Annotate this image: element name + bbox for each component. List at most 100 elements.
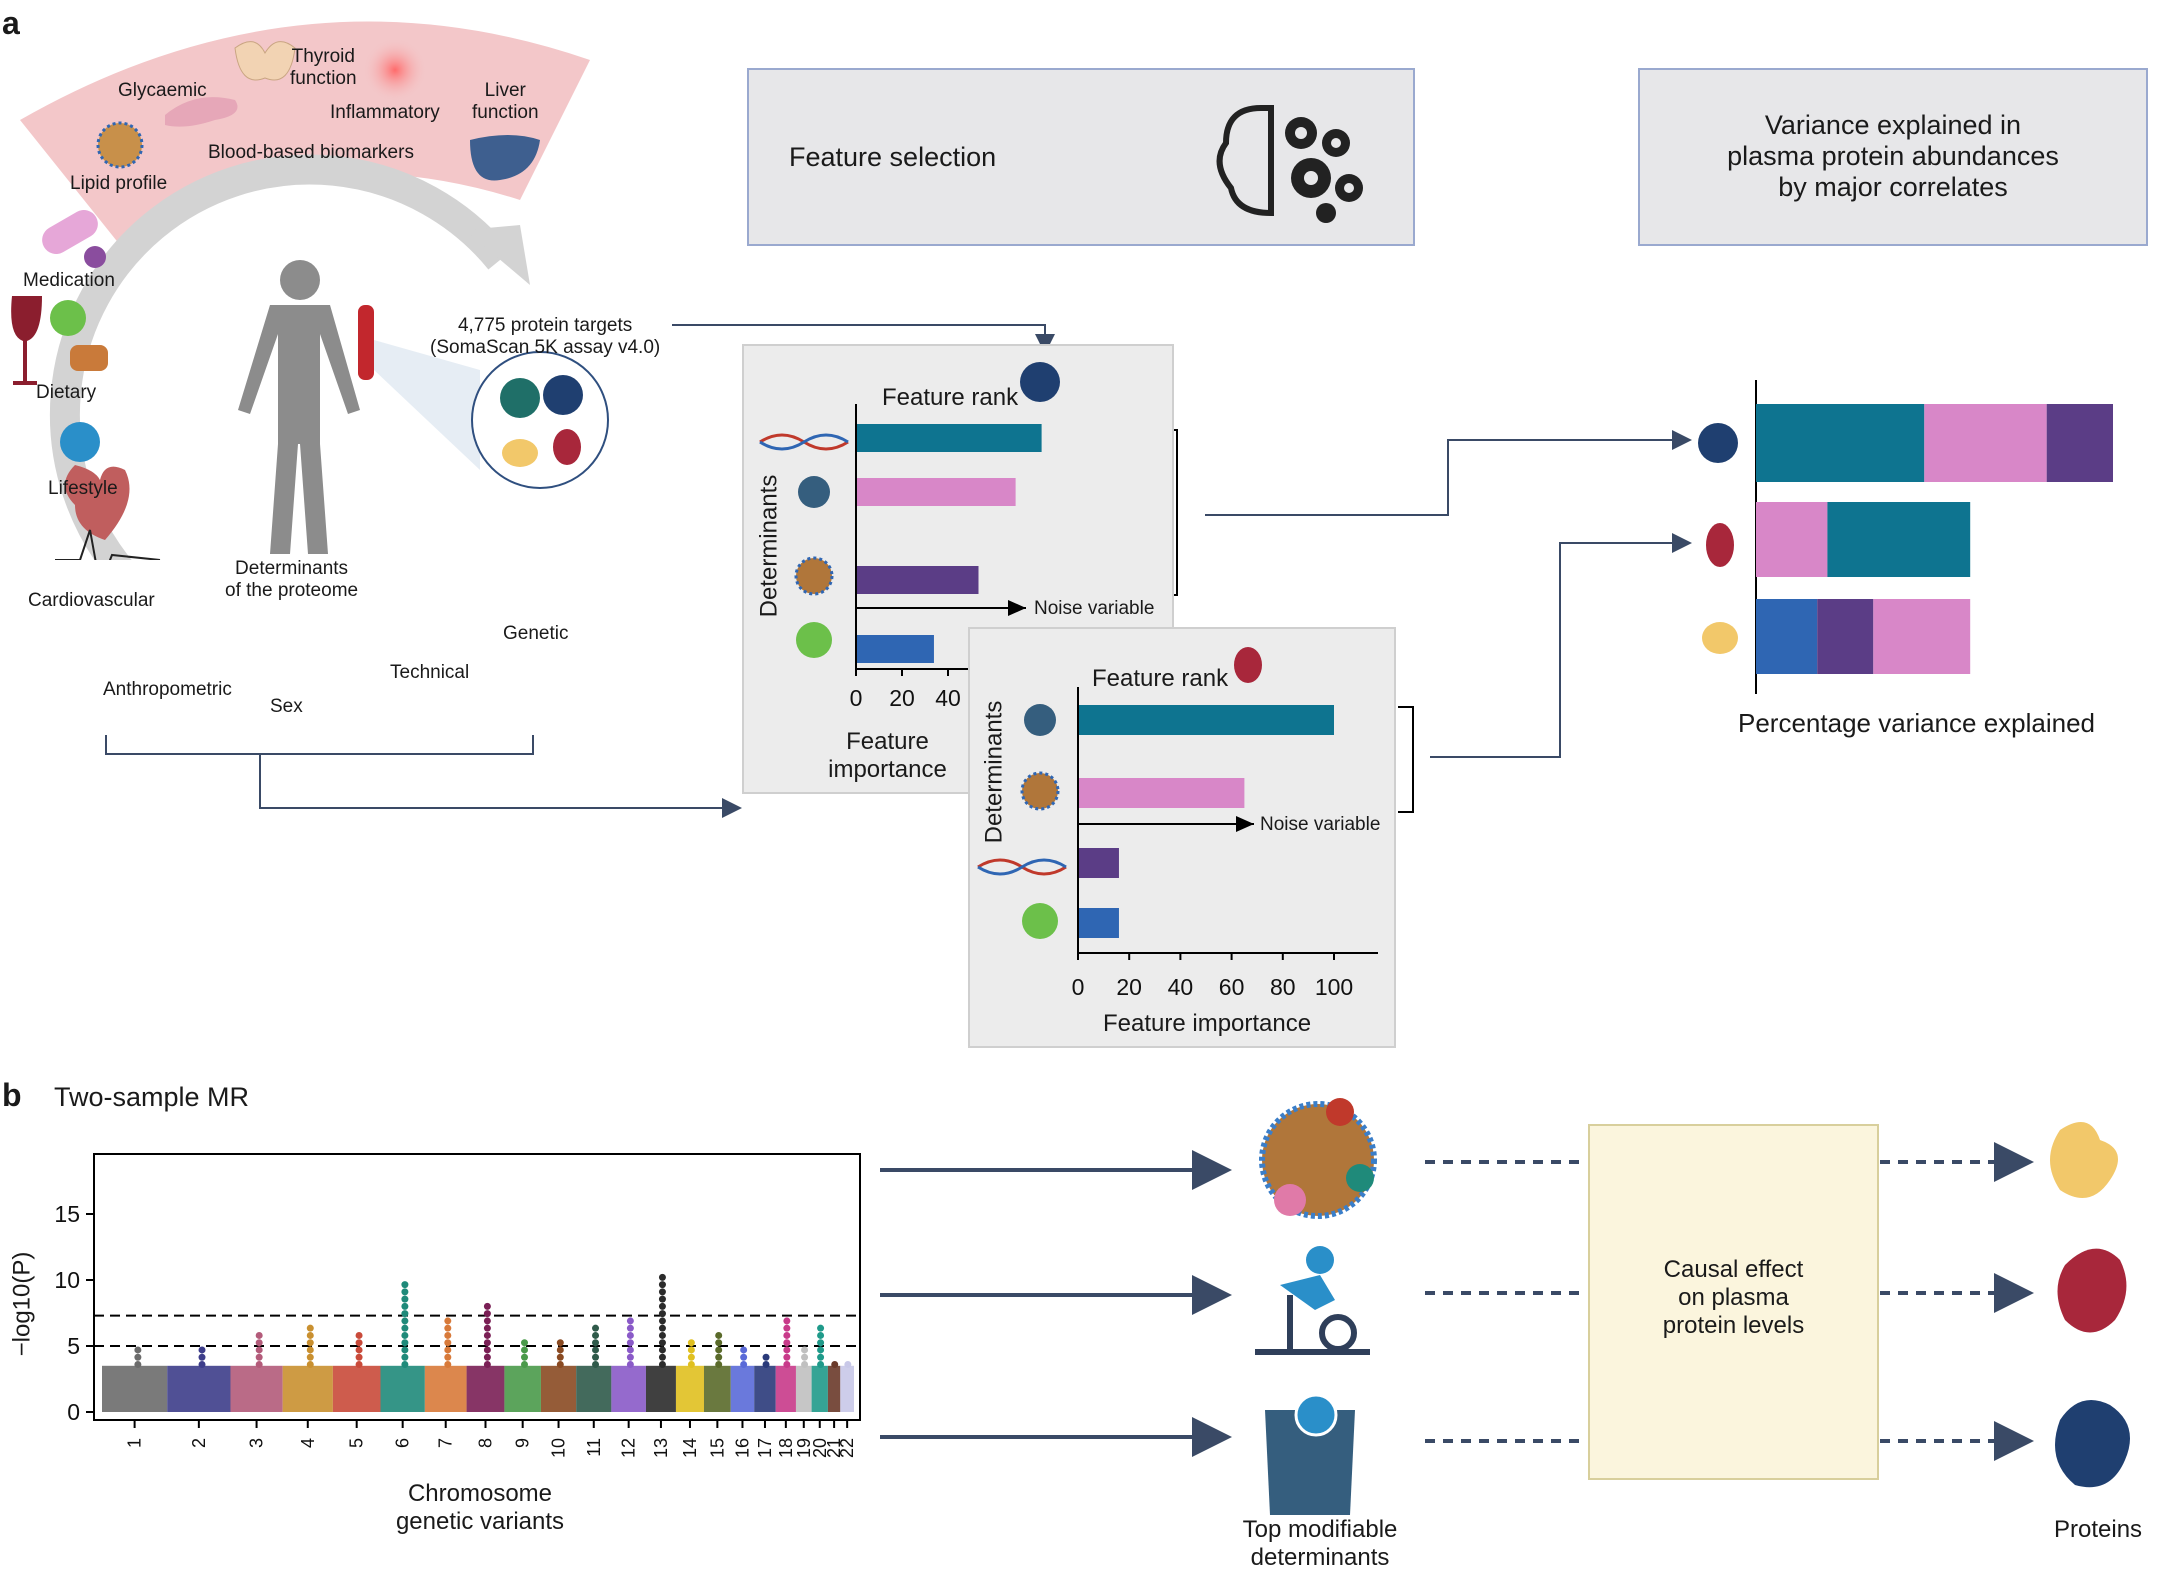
manhattan-point [687, 1339, 695, 1347]
chart2-title: Feature rank [1092, 665, 1229, 692]
chart1-xlabel: Feature importance [828, 728, 947, 783]
manhattan-ytick-label: 15 [54, 1201, 80, 1227]
manhattan-xtick-label: 1 [125, 1438, 145, 1448]
chart2-dna-icon-strand [977, 858, 1067, 876]
manhattan-xtick-label: 2 [189, 1438, 209, 1448]
variance-bar-segment [1756, 502, 1828, 577]
manhattan-point [483, 1302, 491, 1310]
inflammatory-label: Inflammatory [330, 102, 440, 123]
manhattan-point [355, 1353, 363, 1361]
manhattan-chrom-18-base [775, 1365, 796, 1412]
chart2-tick-label: 40 [1168, 974, 1194, 1000]
manhattan-point [740, 1360, 748, 1368]
manhattan-point [134, 1353, 142, 1361]
blood-biomarkers-label: Blood-based biomarkers [208, 142, 414, 163]
manhattan-point [658, 1360, 666, 1368]
manhattan-point [401, 1302, 409, 1310]
manhattan-xtick-label: 3 [247, 1438, 267, 1448]
manhattan-point [592, 1346, 600, 1354]
manhattan-point [355, 1339, 363, 1347]
chart2-tick-label: 60 [1219, 974, 1245, 1000]
manhattan-point [687, 1346, 695, 1354]
manhattan-point [401, 1360, 409, 1368]
manhattan-chrom-19-base [795, 1365, 812, 1412]
thyroid-label: Thyroid function [290, 46, 357, 89]
yellow-protein-icon [2050, 1122, 2118, 1198]
cycle-arrow-head [465, 225, 530, 285]
determinants-cycle-art [11, 21, 609, 560]
manhattan-point [255, 1339, 263, 1347]
manhattan-chrom-15-base [703, 1365, 731, 1412]
manhattan-point [556, 1360, 564, 1368]
manhattan-point [783, 1331, 791, 1339]
determinants-label: Top modifiable determinants [1242, 1516, 1398, 1571]
variance-xlabel: Percentage variance explained [1738, 708, 2096, 738]
manhattan-point [306, 1324, 314, 1332]
manhattan-chrom-16-base [730, 1365, 755, 1412]
chart2-protein-icon [1234, 647, 1262, 683]
manhattan-point [592, 1353, 600, 1361]
ecg-line [55, 529, 161, 560]
manhattan-point [626, 1353, 634, 1361]
manhattan-point [687, 1353, 695, 1361]
manhattan-point [658, 1273, 666, 1281]
manhattan-point [401, 1331, 409, 1339]
manhattan-point [306, 1339, 314, 1347]
genetic-label: Genetic [503, 623, 569, 644]
chart2-scale-icon [1024, 704, 1056, 736]
thyroid-icon [234, 41, 296, 81]
manhattan-chrom-14-base [675, 1365, 704, 1412]
manhattan-point [658, 1324, 666, 1332]
manhattan-point [255, 1360, 263, 1368]
manhattan-point [556, 1339, 564, 1347]
chart1-lipid-icon [794, 556, 834, 596]
manhattan-point [401, 1281, 409, 1289]
tablet-icon [84, 246, 106, 268]
manhattan-xtick-label: 22 [837, 1438, 857, 1458]
red-protein-icon [2057, 1248, 2127, 1333]
manhattan-point [592, 1331, 600, 1339]
manhattan-point [401, 1310, 409, 1318]
variance-bar-segment [1817, 599, 1874, 674]
manhattan-chrom-13-base [645, 1365, 676, 1412]
manhattan-point [801, 1360, 809, 1368]
manhattan-point [658, 1281, 666, 1289]
manhattan-point [134, 1360, 142, 1368]
manhattan-point [626, 1317, 634, 1325]
manhattan-point [306, 1353, 314, 1361]
manhattan-point [592, 1324, 600, 1332]
manhattan-point [401, 1346, 409, 1354]
manhattan-xtick-label: 5 [347, 1438, 367, 1448]
feature-selection-label: Feature selection [789, 142, 997, 172]
chart1-noise-label: Noise variable [1034, 598, 1155, 619]
manhattan-point [658, 1288, 666, 1296]
manhattan-point [483, 1353, 491, 1361]
variance-bar-segment [2046, 404, 2113, 482]
manhattan-xlabel: Chromosome genetic variants [395, 1480, 565, 1535]
manhattan-point [592, 1339, 600, 1347]
manhattan-frame [93, 1153, 861, 1421]
causal-effect-box: Causal effect on plasma protein levels [1588, 1124, 1879, 1480]
wine-icon [11, 296, 43, 385]
pancreas-icon [165, 97, 238, 127]
cyclist-icon [60, 422, 100, 462]
manhattan-chrom-21-base [827, 1365, 841, 1412]
panel-a-letter: a [2, 5, 20, 41]
manhattan-point [715, 1353, 723, 1361]
manhattan-point [715, 1339, 723, 1347]
manhattan-point [658, 1310, 666, 1318]
manhattan-point [658, 1339, 666, 1347]
manhattan-point [783, 1346, 791, 1354]
manhattan-point [740, 1353, 748, 1361]
manhattan-point [401, 1317, 409, 1325]
proteome-center-label: Determinants of the proteome [225, 558, 359, 601]
manhattan-point [626, 1346, 634, 1354]
manhattan-point [198, 1346, 206, 1354]
manhattan-point [483, 1324, 491, 1332]
manhattan-point [801, 1346, 809, 1354]
chart2-tick-label: 0 [1072, 974, 1085, 1000]
variance-bar-segment [1756, 599, 1818, 674]
manhattan-point [306, 1331, 314, 1339]
chart1-bar-anthropometric [856, 478, 1016, 506]
